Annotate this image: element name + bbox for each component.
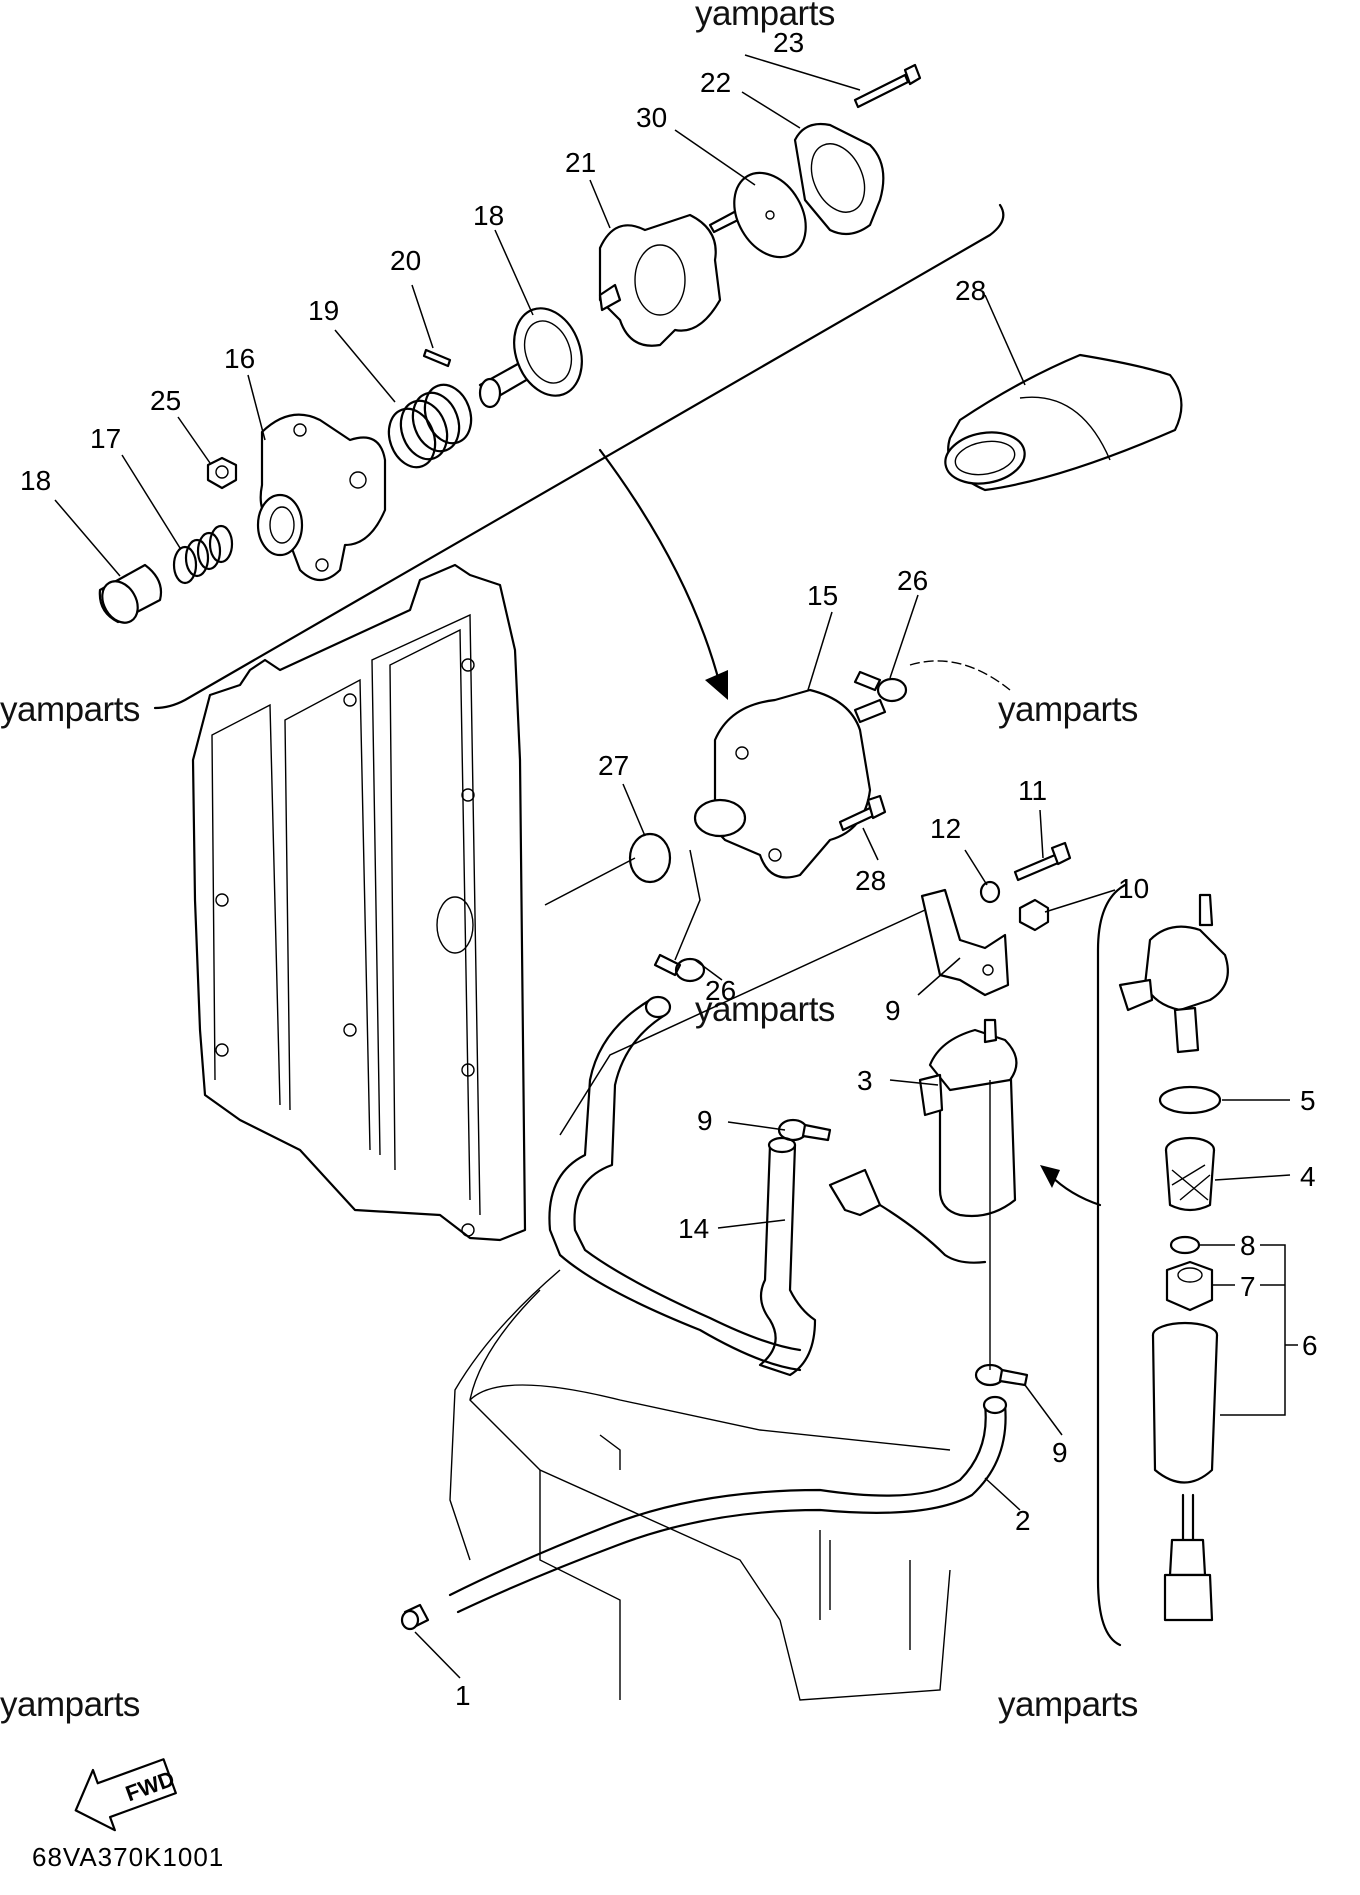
part-1-plug bbox=[400, 1603, 430, 1631]
callout-29: 28 bbox=[955, 275, 986, 306]
part-18-cap bbox=[98, 563, 163, 624]
filter-detail-bracket bbox=[1096, 883, 1127, 1647]
watermark-top: yamparts bbox=[695, 0, 835, 33]
callout-1: 1 bbox=[455, 1680, 471, 1711]
part-13-washer bbox=[979, 880, 1001, 904]
callout-21: 20 bbox=[390, 245, 421, 276]
callout-10: 9 bbox=[885, 995, 901, 1026]
callout-23: 22 bbox=[700, 67, 731, 98]
watermark-left-mid: yamparts bbox=[0, 690, 140, 729]
callout-3: 3 bbox=[857, 1065, 873, 1096]
assembly-arrow-head bbox=[705, 670, 728, 700]
part-9-clamp-lower bbox=[974, 1363, 1029, 1387]
part-14-hose bbox=[758, 1136, 817, 1377]
part-9-clamp-upper bbox=[777, 1118, 832, 1142]
sensor-connector bbox=[828, 1168, 987, 1264]
callout-15: 15 bbox=[807, 580, 838, 611]
part-17-spring bbox=[172, 524, 234, 585]
callout-17: 17 bbox=[90, 423, 121, 454]
callout-24: 23 bbox=[773, 27, 804, 58]
callout-9-lower: 9 bbox=[1052, 1437, 1068, 1468]
callout-30: 30 bbox=[636, 102, 667, 133]
part-25-nut bbox=[206, 456, 238, 490]
callout-4: 4 bbox=[1300, 1161, 1316, 1192]
diagram-code: 68VA370K1001 bbox=[32, 1842, 225, 1872]
callout-26-upper: 26 bbox=[897, 565, 928, 596]
callout-13: 12 bbox=[930, 813, 961, 844]
part-28-bolt bbox=[838, 794, 887, 832]
callout-labels: 23 22 30 21 18 20 19 16 25 17 18 28 15 2… bbox=[20, 27, 1318, 1711]
part-29-sleeve bbox=[944, 353, 1183, 492]
watermark-bottom-right: yamparts bbox=[998, 1685, 1138, 1724]
part-10-bracket bbox=[920, 888, 1010, 997]
callout-8: 8 bbox=[1240, 1230, 1256, 1261]
filter-head-detail bbox=[1118, 893, 1229, 1054]
part-24-screw bbox=[853, 63, 922, 109]
watermark-right-mid: yamparts bbox=[998, 690, 1138, 729]
filter-arrow bbox=[1048, 1173, 1102, 1207]
callout-19: 19 bbox=[308, 295, 339, 326]
callout-2: 2 bbox=[1015, 1505, 1031, 1536]
part-3-fuel-filter bbox=[918, 1018, 1018, 1370]
part-4-filter-element bbox=[1164, 1136, 1216, 1212]
callout-28: 28 bbox=[855, 865, 886, 896]
cylinder-block bbox=[191, 563, 527, 1242]
callout-14: 14 bbox=[678, 1213, 709, 1244]
part-7-nut bbox=[1165, 1260, 1214, 1312]
callout-26-lower: 26 bbox=[705, 975, 736, 1006]
callout-22: 21 bbox=[565, 147, 596, 178]
watermark-center: yamparts bbox=[695, 990, 835, 1029]
callout-9-upper: 9 bbox=[697, 1105, 713, 1136]
part-12-bolt bbox=[1013, 841, 1072, 882]
assembly-arrow bbox=[598, 448, 722, 687]
pump-outlet-hose bbox=[909, 660, 1011, 691]
part-22-pump-cover bbox=[598, 208, 744, 347]
part-8-clip bbox=[1169, 1235, 1201, 1255]
part-20-diaphragm bbox=[478, 307, 583, 409]
watermark-bottom-left: yamparts bbox=[0, 1685, 140, 1724]
fwd-arrow: FWD bbox=[74, 1758, 178, 1832]
part-27-o-ring bbox=[628, 832, 672, 884]
part-16-pump-body bbox=[256, 413, 387, 582]
lower-casing bbox=[449, 1269, 951, 1701]
callout-6: 6 bbox=[1302, 1330, 1318, 1361]
callout-7: 7 bbox=[1240, 1271, 1256, 1302]
callout-16: 16 bbox=[224, 343, 255, 374]
part-19-spring bbox=[387, 383, 473, 469]
part-26-clamp-lower bbox=[653, 953, 706, 983]
callout-11: 10 bbox=[1118, 873, 1149, 904]
callout-27: 27 bbox=[598, 750, 629, 781]
part-11-nut bbox=[1018, 898, 1050, 932]
part-6-filter-cup bbox=[1151, 1321, 1219, 1622]
part-23-cover bbox=[793, 122, 885, 236]
main-fuel-hose bbox=[548, 995, 802, 1372]
callout-5: 5 bbox=[1300, 1085, 1316, 1116]
part-21-pin bbox=[422, 348, 452, 368]
callout-12: 11 bbox=[1018, 775, 1047, 806]
part-15-fuel-pump bbox=[693, 688, 887, 879]
leader-lines bbox=[54, 54, 1298, 1679]
filter-arrow-head bbox=[1040, 1165, 1060, 1188]
callout-18: 18 bbox=[20, 465, 51, 496]
callout-20: 18 bbox=[473, 200, 504, 231]
callout-25: 25 bbox=[150, 385, 181, 416]
part-26-clamp-upper bbox=[853, 670, 908, 703]
part-30-disc bbox=[733, 171, 807, 259]
exploded-view-boundary bbox=[153, 203, 1005, 710]
part-5-o-ring bbox=[1158, 1085, 1222, 1115]
part-2-hose bbox=[448, 1395, 1008, 1614]
